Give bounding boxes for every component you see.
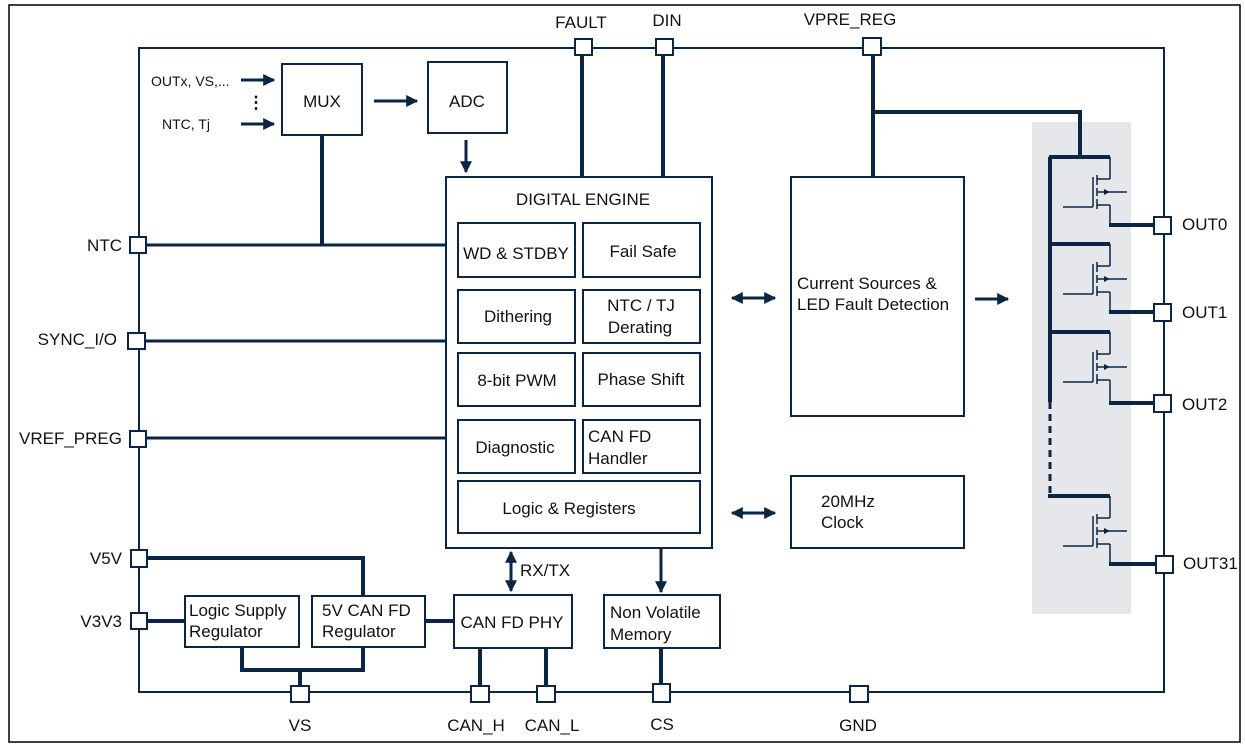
logic-registers-block <box>457 480 701 534</box>
diagnostic-block <box>457 419 576 474</box>
pin-cs <box>652 683 671 703</box>
can-handler-label-1: CAN FD <box>588 427 651 446</box>
pin-label-vpre-reg: VPRE_REG <box>804 10 897 29</box>
mux-input-top-label: OUTx, VS,... <box>151 73 230 89</box>
pin-label-gnd: GND <box>839 716 877 735</box>
pin-label-vref-preg: VREF_PREG <box>19 429 122 448</box>
pin-label-cs: CS <box>650 715 674 734</box>
pin-label-out31: OUT31 <box>1183 554 1238 573</box>
current-sources-label-2: LED Fault Detection <box>797 295 949 314</box>
current-sources-label-1: Current Sources & <box>797 274 937 293</box>
wd-stdby-label: WD & STDBY <box>463 244 569 263</box>
current-sources-block: Current Sources & LED Fault Detection <box>790 176 965 417</box>
pin-out1 <box>1153 303 1172 322</box>
ntc-derating-label-1: NTC / TJ <box>607 296 675 315</box>
pin-label-v5v: V5V <box>90 549 123 568</box>
pin-label-v3v3: V3V3 <box>80 612 122 631</box>
pin-vs <box>290 685 310 703</box>
mux-input-bottom-label: NTC, Tj <box>162 116 210 132</box>
clock-label-1: 20MHz <box>821 492 875 511</box>
can-regulator-label-1: 5V CAN FD <box>322 601 411 620</box>
pin-out0 <box>1153 216 1172 235</box>
pin-label-fault: FAULT <box>555 13 607 32</box>
wire-vs <box>240 647 365 672</box>
mosfet-body-arrow-icon <box>1104 276 1110 282</box>
mosfet-body-arrow-icon <box>1104 364 1110 370</box>
pin-can-h <box>470 685 490 703</box>
pin-v5v <box>130 549 148 568</box>
digital-engine-label: DIGITAL ENGINE <box>516 190 650 209</box>
pin-gnd <box>849 685 869 703</box>
logic-supply-regulator-block: Logic Supply Regulator <box>184 595 300 648</box>
can-fd-regulator-block: 5V CAN FD Regulator <box>311 595 426 648</box>
output-stage-shade <box>1032 122 1131 614</box>
logic-registers-label: Logic & Registers <box>502 499 635 518</box>
adc-label: ADC <box>449 92 485 111</box>
wire-vpre-branch <box>873 110 1082 157</box>
digital-engine-block: DIGITAL ENGINE WD & STDBY Fail Safe Dith… <box>445 176 713 549</box>
pin-label-out1: OUT1 <box>1182 303 1227 322</box>
fail-safe-block <box>582 222 701 278</box>
pin-out2 <box>1153 394 1172 413</box>
pin-vpre-reg <box>862 37 882 56</box>
rxtx-label: RX/TX <box>520 561 570 580</box>
can-phy-label: CAN FD PHY <box>461 613 564 632</box>
pin-fault <box>574 38 593 56</box>
pwm-label: 8-bit PWM <box>477 371 556 390</box>
clock-label-2: Clock <box>821 513 864 532</box>
pin-din <box>655 38 674 56</box>
mosfet-body-arrow-icon <box>1104 528 1110 534</box>
can-fd-phy-block: CAN FD PHY <box>453 594 573 649</box>
logic-supply-label-1: Logic Supply <box>189 601 287 620</box>
pin-label-can-h: CAN_H <box>447 716 505 735</box>
chip-outline <box>138 47 1165 693</box>
clock-block: 20MHz Clock <box>790 475 965 549</box>
mosfet-body-arrow-icon <box>1104 189 1110 195</box>
nvm-label-1: Non Volatile <box>610 603 701 622</box>
pin-can-l <box>536 685 556 703</box>
pin-vref-preg <box>129 430 147 448</box>
ntc-derating-label-2: Derating <box>608 318 672 337</box>
pin-label-can-l: CAN_L <box>525 716 580 735</box>
pin-sync-io <box>127 332 146 350</box>
pin-v3v3 <box>130 612 148 630</box>
pwm-block <box>457 352 576 407</box>
mux-label: MUX <box>303 92 341 111</box>
phase-shift-block <box>582 352 701 407</box>
phase-shift-label: Phase Shift <box>598 370 685 389</box>
pin-label-sync-io: SYNC_I/O <box>38 330 117 349</box>
dithering-label: Dithering <box>484 307 552 326</box>
pin-label-din: DIN <box>652 11 681 30</box>
wire-v5v <box>146 556 365 596</box>
pin-label-ntc: NTC <box>87 236 122 255</box>
outer-frame <box>8 4 1241 743</box>
pin-label-vs: VS <box>289 716 312 735</box>
pin-out31 <box>1155 555 1174 574</box>
mux-input-ellipsis: ⋮ <box>248 93 265 112</box>
diagnostic-label: Diagnostic <box>475 438 555 457</box>
can-handler-label-2: Handler <box>588 449 648 468</box>
fail-safe-label: Fail Safe <box>609 242 676 261</box>
wd-stdby-block <box>457 222 576 278</box>
pin-ntc <box>129 236 147 254</box>
nvm-label-2: Memory <box>610 625 672 644</box>
can-handler-block <box>582 419 701 474</box>
output-stage <box>1048 155 1156 566</box>
pin-label-out0: OUT0 <box>1182 215 1227 234</box>
ntc-derating-block <box>582 289 701 344</box>
dithering-block <box>457 289 576 344</box>
pin-label-out2: OUT2 <box>1182 395 1227 414</box>
mux-block: MUX <box>281 63 363 136</box>
adc-block: ADC <box>427 61 508 134</box>
can-regulator-label-2: Regulator <box>322 622 396 641</box>
nvm-block: Non Volatile Memory <box>603 594 721 649</box>
logic-supply-label-2: Regulator <box>189 622 263 641</box>
